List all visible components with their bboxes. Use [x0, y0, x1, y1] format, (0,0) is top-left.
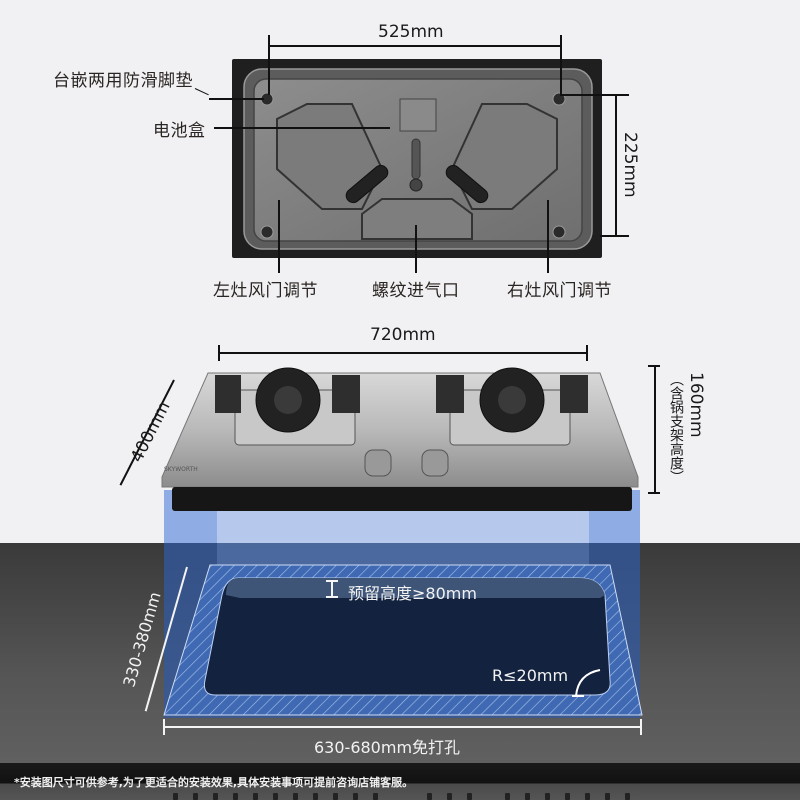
vent-slot — [173, 793, 178, 800]
projection-column-lower-inner — [217, 543, 589, 568]
clearance-icon — [331, 580, 333, 598]
height-tick-bottom — [648, 492, 660, 494]
underside-panel — [232, 59, 602, 258]
front-width-dimension: 720mm — [370, 325, 436, 345]
vent-slot — [333, 793, 338, 800]
front-height-note: （含锅支架高度） — [668, 372, 684, 484]
stove-illustration — [161, 367, 639, 511]
brand-mark: SKYWORTH — [164, 466, 198, 473]
width-range-line — [163, 726, 642, 728]
height-line — [654, 365, 656, 493]
vent-slot — [525, 793, 530, 800]
top-width-tick-right — [560, 35, 562, 95]
width-range-tick-right — [640, 719, 642, 735]
width-range-tick-left — [163, 719, 165, 735]
vent-slot — [447, 793, 452, 800]
top-height-tick-top — [560, 94, 629, 96]
top-height-line — [615, 94, 617, 236]
callout-anti-slip-pad-leader — [194, 88, 209, 96]
callout-left-air-door: 左灶风门调节 — [213, 281, 318, 301]
vent-slot — [625, 793, 630, 800]
callout-anti-slip-pad-line — [209, 98, 264, 100]
top-height-tick-bottom — [600, 235, 629, 237]
vent-slot — [273, 793, 278, 800]
top-width-dimension: 525mm — [378, 22, 444, 42]
callout-thread-inlet: 螺纹进气口 — [372, 281, 460, 301]
vent-slot — [505, 793, 510, 800]
vent-slot — [353, 793, 358, 800]
vent-slot — [545, 793, 550, 800]
front-width-tick-right — [586, 345, 588, 361]
callout-left-air-door-line — [278, 200, 280, 273]
top-width-line — [268, 45, 561, 47]
underside-panel-illustration — [243, 68, 593, 250]
clearance-icon-bottom — [326, 596, 338, 598]
callout-thread-inlet-line — [415, 225, 417, 273]
vent-slot — [467, 793, 472, 800]
vent-slot — [233, 793, 238, 800]
vent-slot — [373, 793, 378, 800]
vent-slot — [293, 793, 298, 800]
radius-arc-icon — [572, 669, 601, 697]
callout-anti-slip-pad: 台嵌两用防滑脚垫 — [53, 71, 193, 91]
vent-slot — [565, 793, 570, 800]
vent-slot — [585, 793, 590, 800]
vent-slot — [313, 793, 318, 800]
width-range-label: 630-680mm免打孔 — [314, 738, 461, 757]
vent-slot — [605, 793, 610, 800]
radius-label: R≤20mm — [492, 666, 569, 685]
callout-right-air-door-line — [547, 200, 549, 273]
front-width-tick-left — [218, 345, 220, 361]
vent-slot — [193, 793, 198, 800]
footer-note: *安装图尺寸可供参考,为了更适合的安装效果,具体安装事项可提前咨询店铺客服。 — [14, 776, 414, 789]
front-width-line — [219, 352, 587, 354]
callout-battery-box-line — [214, 127, 390, 129]
cutout-diagram — [163, 564, 643, 716]
front-height-dimension: 160mm — [686, 372, 706, 438]
callout-right-air-door: 右灶风门调节 — [507, 281, 612, 301]
clearance-icon-top — [326, 580, 338, 582]
vent-slot — [213, 793, 218, 800]
callout-battery-box: 电池盒 — [153, 121, 206, 141]
footer-bar — [0, 763, 800, 800]
height-tick-top — [648, 365, 660, 367]
clearance-label: 预留高度≥80mm — [348, 584, 477, 603]
top-width-tick-left — [268, 35, 270, 95]
vent-slot — [253, 793, 258, 800]
top-height-dimension: 225mm — [620, 132, 640, 198]
vent-slot — [427, 793, 432, 800]
